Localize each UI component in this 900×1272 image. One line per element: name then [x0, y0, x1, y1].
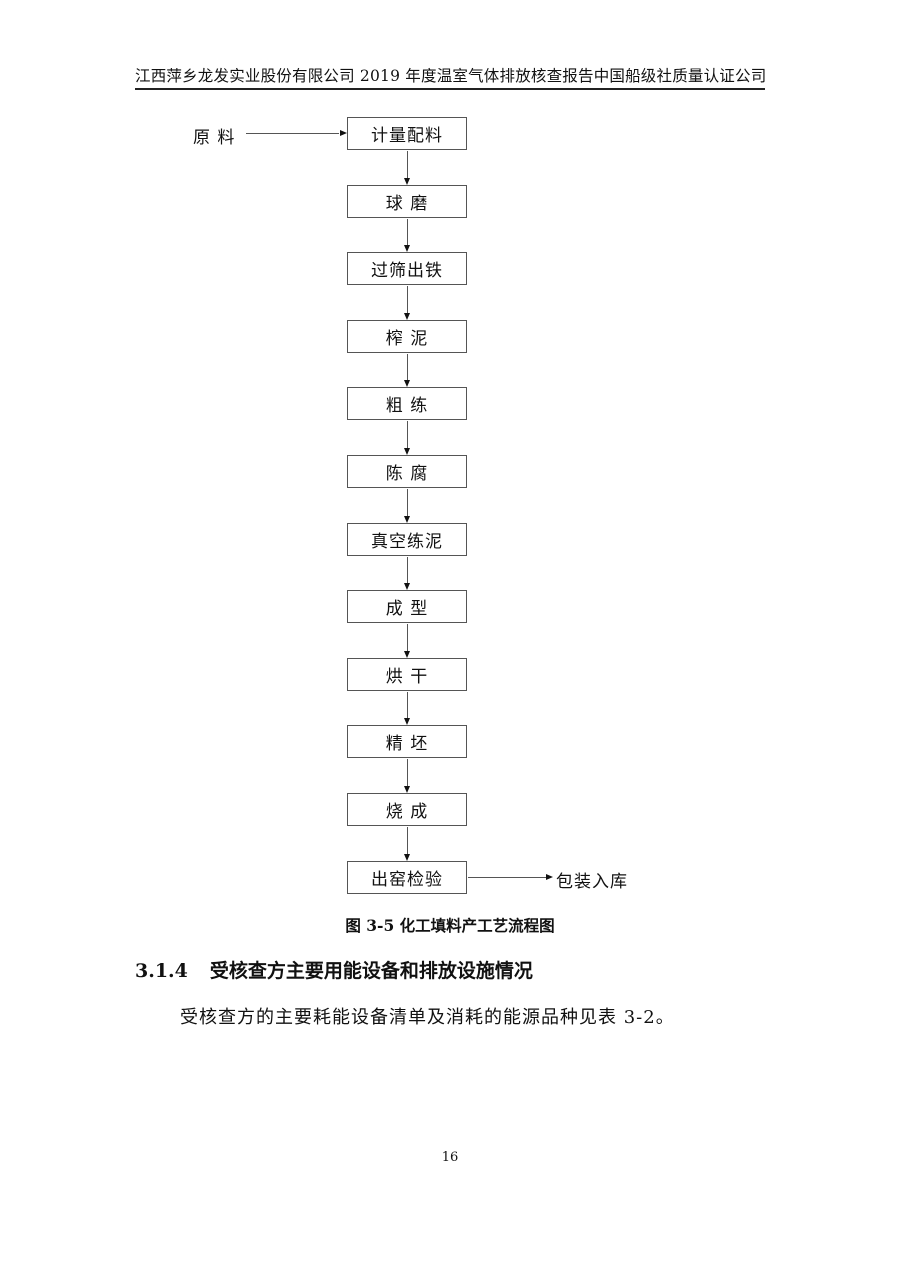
- process-step-box: 出窑检验: [347, 860, 467, 894]
- process-step-box: 真空练泥: [347, 522, 467, 556]
- process-step-box: 粗 练: [347, 387, 467, 421]
- arrow-down-icon: [404, 718, 410, 726]
- process-step-box: 精 坯: [347, 725, 467, 759]
- arrow-down-icon: [404, 515, 410, 523]
- input-arrow-head: [340, 130, 347, 136]
- connector-line: [407, 759, 408, 786]
- connector-line: [407, 624, 408, 651]
- process-step-box: 陈 腐: [347, 455, 467, 488]
- process-step-box: 烧 成: [347, 793, 467, 826]
- process-step-box: 烘 干: [347, 657, 467, 691]
- arrow-down-icon: [404, 786, 410, 793]
- section-title: 受核查方主要用能设备和排放设施情况: [209, 960, 533, 982]
- arrow-down-icon: [404, 312, 410, 320]
- header-rule: [135, 88, 765, 90]
- figure-caption: 图 3-5 化工填料产工艺流程图: [345, 916, 555, 935]
- input-label: 原 料: [193, 128, 236, 148]
- output-label: 包装入库: [556, 872, 628, 892]
- page-number: 16: [441, 1150, 459, 1165]
- input-arrow-line: [246, 133, 339, 134]
- arrow-down-icon: [404, 380, 410, 388]
- output-arrow-head: [546, 874, 553, 880]
- process-step-box: 榨 泥: [347, 319, 467, 353]
- process-step-box: 成 型: [347, 590, 467, 624]
- connector-line: [407, 556, 408, 584]
- section-heading: 3.1.4 受核查方主要用能设备和排放设施情况: [135, 956, 533, 983]
- arrow-down-icon: [404, 853, 410, 861]
- output-arrow-line: [468, 877, 546, 878]
- process-step-box: 过筛出铁: [347, 252, 467, 286]
- process-step-box: 计量配料: [347, 117, 467, 150]
- process-step-box: 球 磨: [347, 184, 467, 218]
- connector-line: [407, 218, 408, 246]
- connector-line: [407, 353, 408, 381]
- connector-line: [407, 489, 408, 516]
- connector-line: [407, 421, 408, 448]
- body-paragraph: 受核查方的主要耗能设备清单及消耗的能源品种见表 3-2。: [180, 1007, 675, 1028]
- connector-line: [407, 286, 408, 313]
- arrow-down-icon: [404, 245, 410, 253]
- arrow-down-icon: [404, 177, 410, 185]
- section-number: 3.1.4: [135, 960, 188, 982]
- connector-line: [407, 691, 408, 719]
- connector-line: [407, 827, 408, 854]
- running-header: 江西萍乡龙发实业股份有限公司 2019 年度温室气体排放核查报告中国船级社质量认…: [135, 67, 767, 85]
- arrow-down-icon: [404, 448, 410, 455]
- arrow-down-icon: [404, 650, 410, 658]
- connector-line: [407, 151, 408, 178]
- arrow-down-icon: [404, 583, 410, 591]
